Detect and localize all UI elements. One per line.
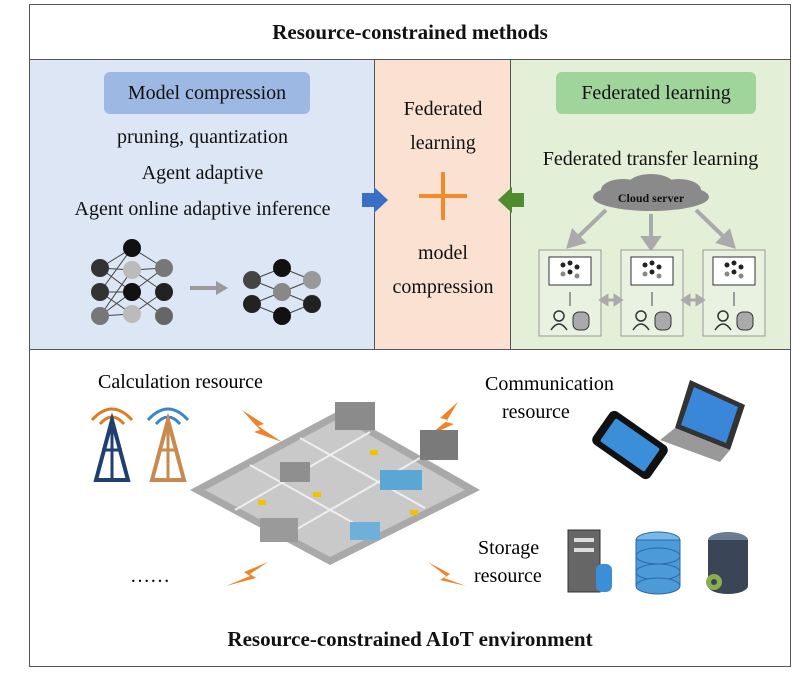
node [123, 283, 141, 301]
node [243, 295, 261, 313]
combination-text-compression: compression [392, 276, 494, 298]
compression-arrow-icon [190, 281, 228, 295]
node [303, 295, 321, 313]
database-gear-icon [706, 532, 748, 594]
laptop-icon [660, 380, 745, 462]
database-icon [654, 311, 672, 331]
database-icon [736, 311, 754, 331]
node [123, 239, 141, 257]
user-icon [553, 310, 565, 322]
node [155, 259, 173, 277]
combination-text-learning: learning [410, 132, 476, 154]
node [273, 307, 291, 325]
peer-link-arrows [598, 293, 706, 307]
environment-title: Resource-constrained AIoT environment [227, 627, 593, 651]
node [273, 283, 291, 301]
user-icon [635, 310, 647, 322]
communication-resource-label-line1: Communication [485, 373, 614, 395]
cloud-server-label: Cloud server [618, 191, 685, 205]
compression-method-1: pruning, quantization [116, 126, 289, 148]
combination-text-federated: Federated [403, 98, 483, 120]
diagram-title: Resource-constrained methods [30, 5, 790, 60]
storage-server-icon [567, 529, 612, 593]
database-icon [572, 311, 590, 331]
client-node-1 [538, 249, 602, 337]
cloud-server-icon [593, 174, 709, 211]
client-node-2 [620, 249, 684, 337]
node [123, 305, 141, 323]
cloud-link-arrows [566, 208, 736, 252]
cell-tower-icon-2 [146, 407, 190, 482]
node [91, 283, 109, 301]
node [123, 261, 141, 279]
node [91, 307, 109, 325]
federated-learning-panel: Federated learning Federated transfer le… [511, 60, 790, 350]
federated-transfer-learning-text: Federated transfer learning [542, 148, 759, 170]
client-node-3 [702, 249, 766, 337]
smart-city-icon [190, 402, 480, 565]
aiot-environment-graphic: Calculation resource Communication resou… [90, 371, 748, 595]
combination-panel: Federated learning model compression [375, 60, 511, 350]
federated-architecture-graphic: Cloud server [538, 174, 766, 337]
combination-text-model: model [418, 242, 468, 264]
node [303, 271, 321, 289]
smartphone-icon [592, 410, 668, 480]
node [243, 271, 261, 289]
communication-resource-label-line2: resource [502, 401, 570, 423]
federated-learning-label: Federated learning [556, 72, 756, 114]
blue-arrow-icon [362, 187, 388, 213]
database-stack-icon [635, 531, 681, 595]
model-compression-panel: Model compression pruning, quantization … [30, 60, 375, 350]
calculation-resource-label: Calculation resource [98, 371, 263, 393]
plus-icon [419, 172, 467, 220]
neural-network-compression-graphic [91, 239, 321, 325]
cell-tower-icon-1 [90, 407, 134, 482]
node [155, 307, 173, 325]
green-arrow-icon [498, 187, 524, 213]
storage-resource-label-line2: resource [474, 565, 542, 587]
compression-method-2: Agent adaptive [141, 162, 264, 184]
node [273, 259, 291, 277]
lightning-icons [226, 402, 466, 586]
storage-resource-label-line1: Storage [478, 537, 539, 559]
diagram-frame: Resource-constrained methods Model compr… [29, 4, 791, 667]
model-compression-label: Model compression [104, 72, 310, 114]
compression-method-3: Agent online adaptive inference [74, 198, 331, 220]
user-icon [717, 310, 729, 322]
node [91, 259, 109, 277]
node [155, 283, 173, 301]
ellipsis-text: …… [130, 565, 170, 587]
